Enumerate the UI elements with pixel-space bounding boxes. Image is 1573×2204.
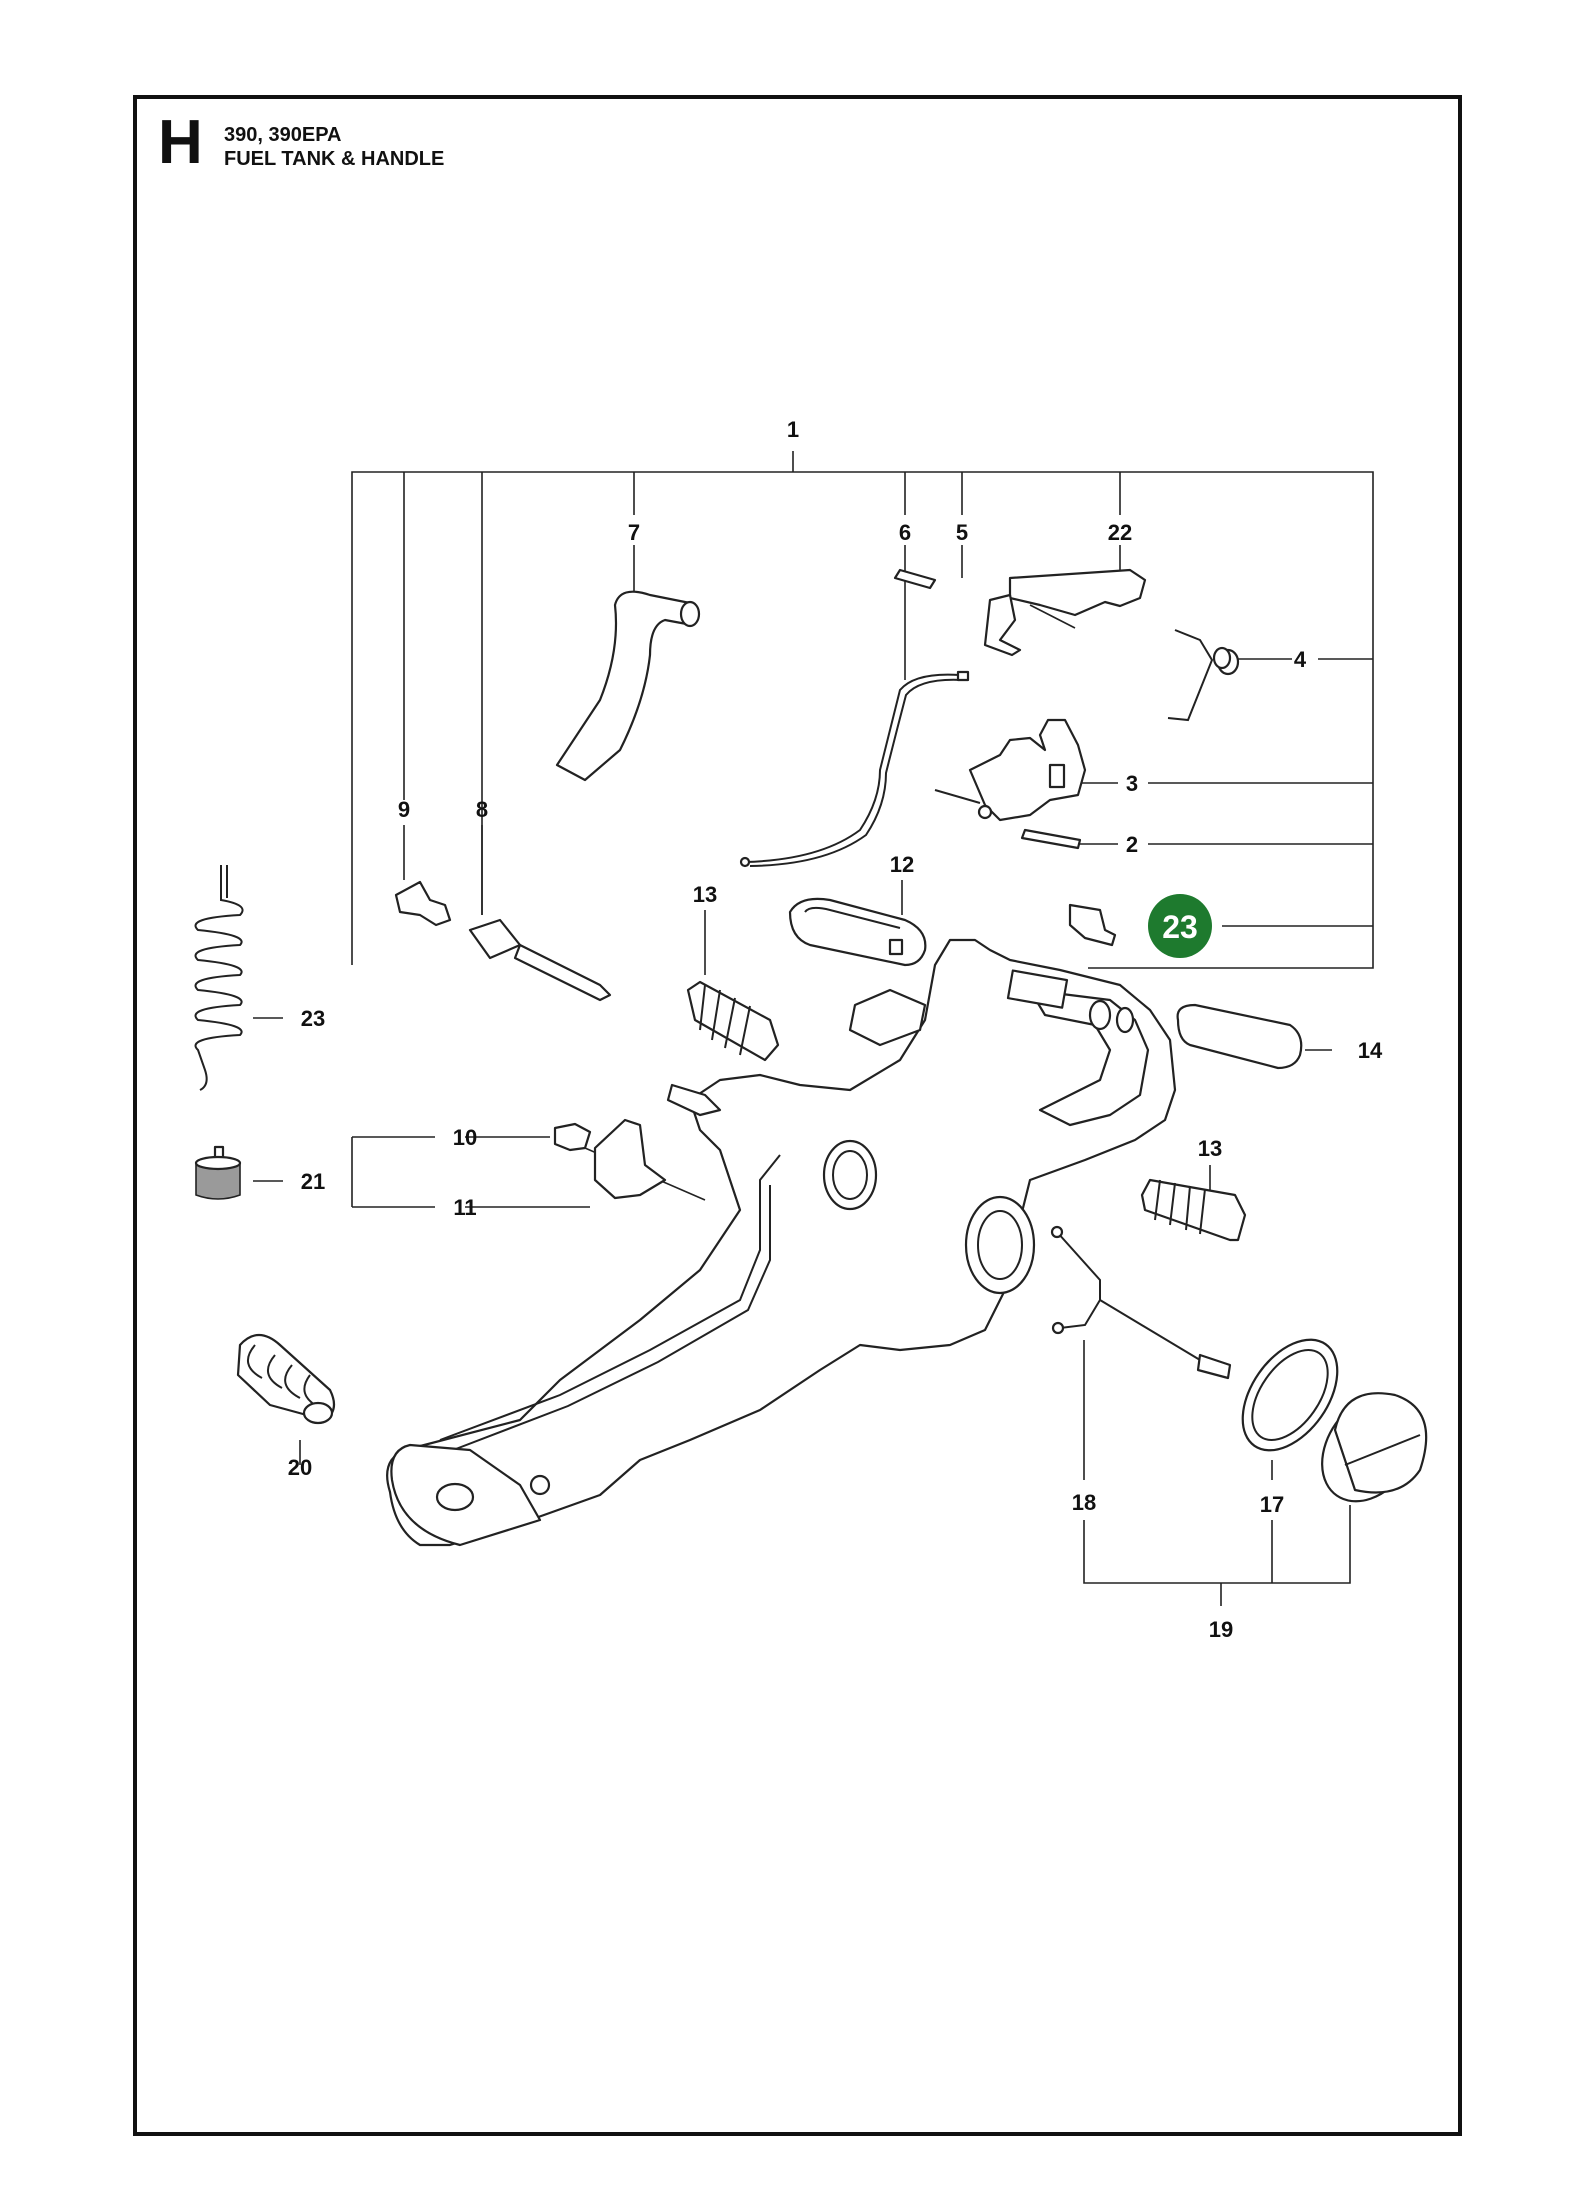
throttle-trigger-part <box>934 718 1087 850</box>
handle-insert-part-12 <box>788 897 927 967</box>
callout-18: 19 <box>1209 1617 1233 1642</box>
damper-spring-part-13-top <box>686 980 780 1062</box>
callout-1: 1 <box>787 417 799 442</box>
callout-19: 20 <box>288 1455 312 1480</box>
clip-part-23 <box>1068 903 1117 947</box>
assembly-bracket-1 <box>351 451 1374 1207</box>
callout-3: 3 <box>1126 771 1138 796</box>
callout-11: 11 <box>453 1195 476 1220</box>
callout-21: 23 <box>301 1006 325 1031</box>
fitting-part-9 <box>394 880 452 927</box>
callout-13-right: 13 <box>1198 1136 1222 1161</box>
breather-part-17 <box>1050 1225 1232 1380</box>
callout-5: 5 <box>956 520 968 545</box>
callout-labels: 1 7 6 5 22 4 3 2 9 8 12 13 23 14 10 13 2… <box>288 417 1383 1642</box>
callout-13-top: 13 <box>693 882 717 907</box>
callout-20: 21 <box>301 1169 325 1194</box>
fuel-tank-handle-body <box>386 938 1177 1547</box>
fuel-hose-part <box>555 590 701 782</box>
coil-spring-part-21 <box>194 865 244 1091</box>
callout-10: 10 <box>453 1125 477 1150</box>
rod-part-8 <box>468 918 612 1002</box>
callout-12: 12 <box>890 852 914 877</box>
damper-spring-part-19 <box>236 1333 336 1425</box>
callout-6: 6 <box>899 520 911 545</box>
screw-part-10 <box>553 1122 592 1152</box>
handle-cover-part-14 <box>1176 1003 1303 1070</box>
callout-17: 18 <box>1072 1490 1096 1515</box>
callout-8: 8 <box>476 797 488 822</box>
callout-2: 2 <box>1126 832 1138 857</box>
section-letter: H <box>158 108 203 177</box>
callout-16: 17 <box>1260 1492 1284 1517</box>
spring-part-4 <box>1167 629 1240 722</box>
callout-23: 23 <box>1162 909 1198 945</box>
model-number: 390, 390EPA <box>224 124 342 146</box>
fuel-cap-part <box>1321 1392 1428 1503</box>
throttle-lock-part <box>893 568 1147 657</box>
callout-7: 7 <box>628 520 640 545</box>
filter-part-20 <box>194 1145 242 1200</box>
damper-spring-part-13-right <box>1140 1178 1247 1242</box>
diagram-frame <box>133 95 1462 2136</box>
callout-14: 14 <box>1358 1038 1383 1063</box>
callout-4: 4 <box>1294 647 1307 672</box>
bracket-part-11 <box>593 1118 667 1200</box>
callout-9: 9 <box>398 797 410 822</box>
callout-22: 22 <box>1108 520 1132 545</box>
highlight-badge-23: 23 <box>1148 894 1212 958</box>
throttle-cable-part <box>739 670 970 868</box>
diagram-title: FUEL TANK & HANDLE <box>224 148 445 170</box>
seal-ring-part-16 <box>1241 1338 1339 1452</box>
